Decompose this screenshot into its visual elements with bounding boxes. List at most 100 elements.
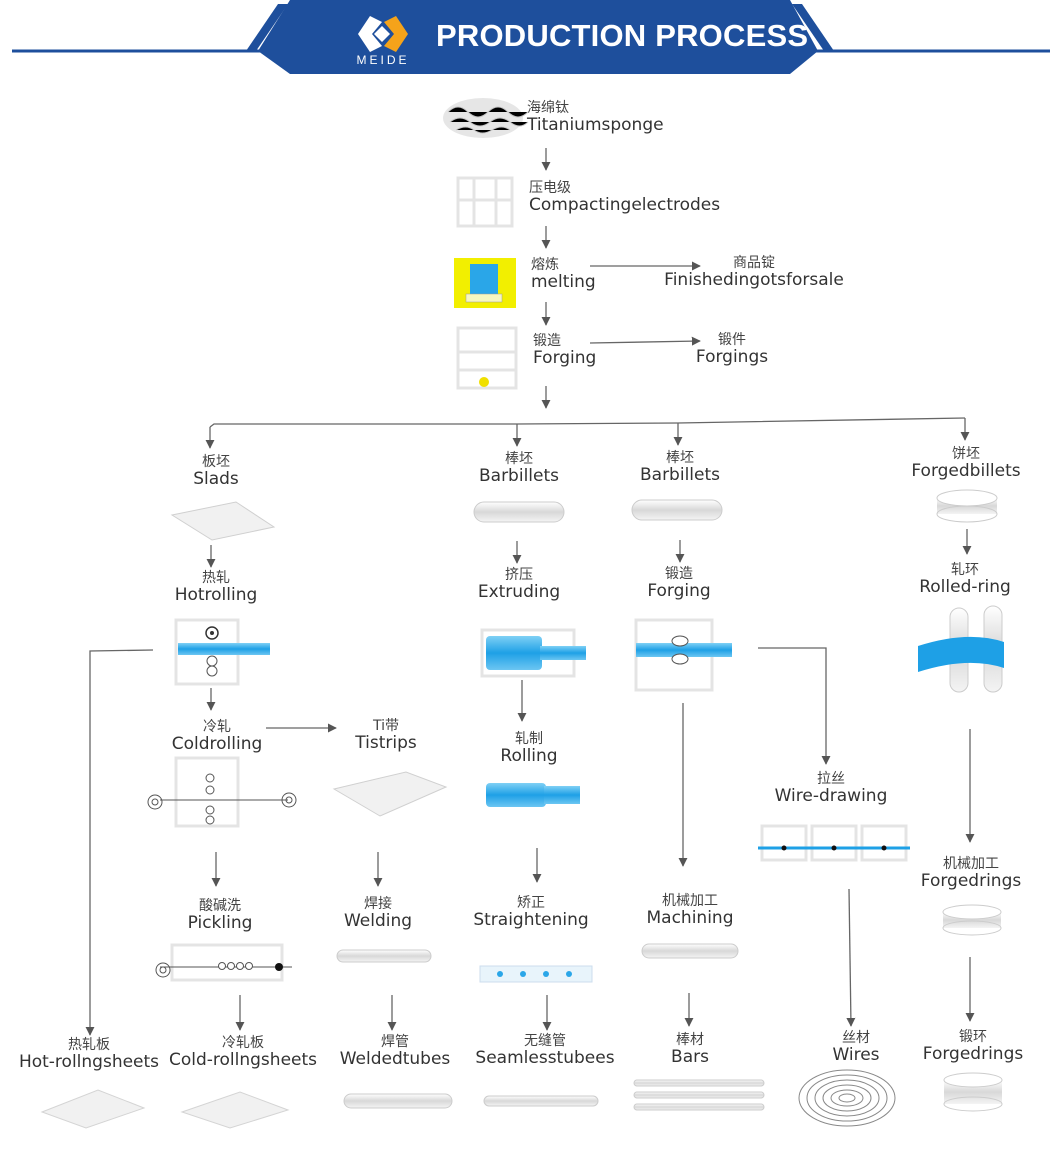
node-cn-label: 锻件	[717, 332, 746, 348]
node-finished-ingots: 商品锭 Finishedingotsforsale	[664, 255, 844, 291]
machined-ring-icon	[942, 904, 1002, 936]
node-en-label: Compactingelectrodes	[529, 195, 721, 216]
node-forgings: 锻件 Forgings	[696, 332, 768, 368]
node-en-label: Bars	[671, 1047, 709, 1068]
flow-arrows	[85, 148, 975, 1036]
node-cn-label: 无缝管	[523, 1033, 566, 1049]
header-banner	[12, 0, 1050, 74]
node-hotrolling: 热轧 Hotrolling	[175, 570, 258, 606]
node-cn-label: 冷轧	[202, 719, 231, 735]
pickling-line-icon	[155, 943, 292, 982]
node-en-label: Hot-rollngsheets	[18, 1052, 160, 1073]
node-cn-label: 锻造	[533, 333, 561, 349]
node-cn-label: 锻造	[665, 566, 693, 582]
node-cn-label: 丝材	[842, 1030, 870, 1046]
node-en-label: Wires	[832, 1045, 880, 1066]
node-cn-label: 焊管	[381, 1034, 409, 1050]
node-rolled-ring: 轧环 Rolled-ring	[919, 562, 1011, 598]
node-en-label: Forgedbillets	[911, 461, 1021, 482]
hotrolling-mill-icon	[174, 618, 270, 686]
node-en-label: Coldrolling	[171, 734, 263, 755]
node-en-label: melting	[531, 272, 596, 293]
machined-bar-icon	[641, 943, 739, 959]
cold-rolled-sheet-icon	[180, 1091, 290, 1129]
node-straightening: 矫正 Straightening	[473, 895, 588, 931]
node-cn-label: 热轧	[201, 570, 230, 586]
node-en-label: Forging	[533, 348, 597, 369]
node-rolling: 轧制 Rolling	[500, 731, 557, 767]
node-en-label: Forgedrings	[922, 1044, 1024, 1065]
rolled-ring-icon	[918, 605, 1004, 693]
node-en-label: Barbillets	[478, 466, 560, 487]
node-forging-bar: 锻造 Forging	[647, 566, 710, 602]
node-cn-label: 焊接	[363, 896, 392, 912]
node-cn-label: 轧制	[515, 731, 543, 747]
node-machining-forged-rings: 机械加工 Forgedrings	[921, 856, 1021, 892]
node-en-label: Pickling	[187, 913, 253, 934]
node-en-label: Barbillets	[639, 465, 721, 486]
node-en-label: Forging	[647, 581, 711, 602]
node-en-label: Weldedtubes	[339, 1049, 451, 1070]
meide-logo-icon	[358, 16, 408, 52]
node-en-label: Cold-rollngsheets	[168, 1050, 318, 1071]
slab-plate-icon	[170, 501, 276, 541]
node-tistrips: Ti带 Tistrips	[355, 718, 416, 754]
coldrolling-mill-icon	[147, 756, 297, 828]
node-extruding: 挤压 Extruding	[478, 567, 560, 603]
node-cn-label: 商品锭	[733, 255, 775, 271]
node-pickling: 酸碱洗 Pickling	[188, 898, 253, 934]
product-bars: 棒材 Bars	[671, 1032, 709, 1068]
melting-furnace-icon	[454, 258, 516, 308]
node-cn-label: 轧环	[951, 562, 979, 578]
node-coldrolling: 冷轧 Coldrolling	[172, 719, 263, 755]
node-cn-label: 板坯	[202, 454, 230, 470]
node-forging: 锻造 Forging	[533, 333, 596, 369]
wire-coil-icon	[798, 1069, 896, 1127]
bar-billet-icon-1	[473, 501, 565, 523]
node-wire-drawing: 拉丝 Wire-drawing	[775, 771, 888, 807]
node-cn-label: 饼坯	[952, 446, 980, 462]
node-cn-label: 机械加工	[662, 893, 718, 909]
node-slads: 板坯 Slads	[193, 454, 239, 490]
node-titanium-sponge: 海绵钛 Titaniumsponge	[527, 100, 664, 136]
node-en-label: Straightening	[473, 910, 589, 931]
node-en-label: Rolled-ring	[919, 577, 1011, 598]
page-title: PRODUCTION PROCESS	[436, 18, 809, 53]
forging-press-icon	[456, 326, 518, 390]
node-cn-label: 锻环	[958, 1029, 987, 1045]
seamless-tube-icon	[483, 1095, 599, 1107]
node-en-label: Forgings	[695, 347, 769, 368]
node-cn-label: 挤压	[505, 567, 533, 583]
node-cn-label: 熔炼	[531, 257, 559, 273]
node-en-label: Machining	[646, 908, 734, 929]
electrode-press-icon	[456, 176, 514, 228]
node-cn-label: 压电级	[529, 180, 571, 196]
brand-name: MEIDE	[356, 53, 410, 67]
node-cn-label: Ti带	[372, 718, 399, 734]
hot-rolled-sheet-icon	[40, 1089, 146, 1129]
node-melting: 熔炼 melting	[531, 257, 596, 293]
wire-drawing-line-icon	[758, 824, 910, 862]
product-cold-rolled-sheets: 冷轧板 Cold-rollngsheets	[169, 1035, 317, 1071]
ti-strip-icon	[332, 771, 448, 817]
arrow-forging-forgings	[589, 336, 701, 346]
forged-billet-icon	[936, 489, 998, 523]
node-cn-label: 矫正	[517, 895, 545, 911]
node-en-label: Forgedrings	[920, 871, 1022, 892]
bar-billet-icon-2	[631, 499, 723, 521]
node-en-label: Titaniumsponge	[527, 115, 664, 136]
arrow-forging-wiredrawing	[758, 647, 831, 765]
node-en-label: Seamlesstubees	[475, 1048, 615, 1069]
node-cn-label: 热轧板	[68, 1037, 110, 1053]
node-en-label: Slads	[193, 469, 239, 490]
node-en-label: Tistrips	[355, 733, 417, 754]
node-cn-label: 棒坯	[504, 451, 533, 467]
product-seamless-tubes: 无缝管 Seamlesstubees	[475, 1033, 614, 1069]
node-en-label: Extruding	[477, 582, 561, 603]
node-machining: 机械加工 Machining	[647, 893, 734, 929]
node-cn-label: 冷轧板	[222, 1035, 264, 1051]
straightening-line-icon	[479, 965, 593, 983]
arrow-wiredrawing-wires	[846, 888, 856, 1027]
welded-tube-pre-icon	[336, 949, 432, 963]
